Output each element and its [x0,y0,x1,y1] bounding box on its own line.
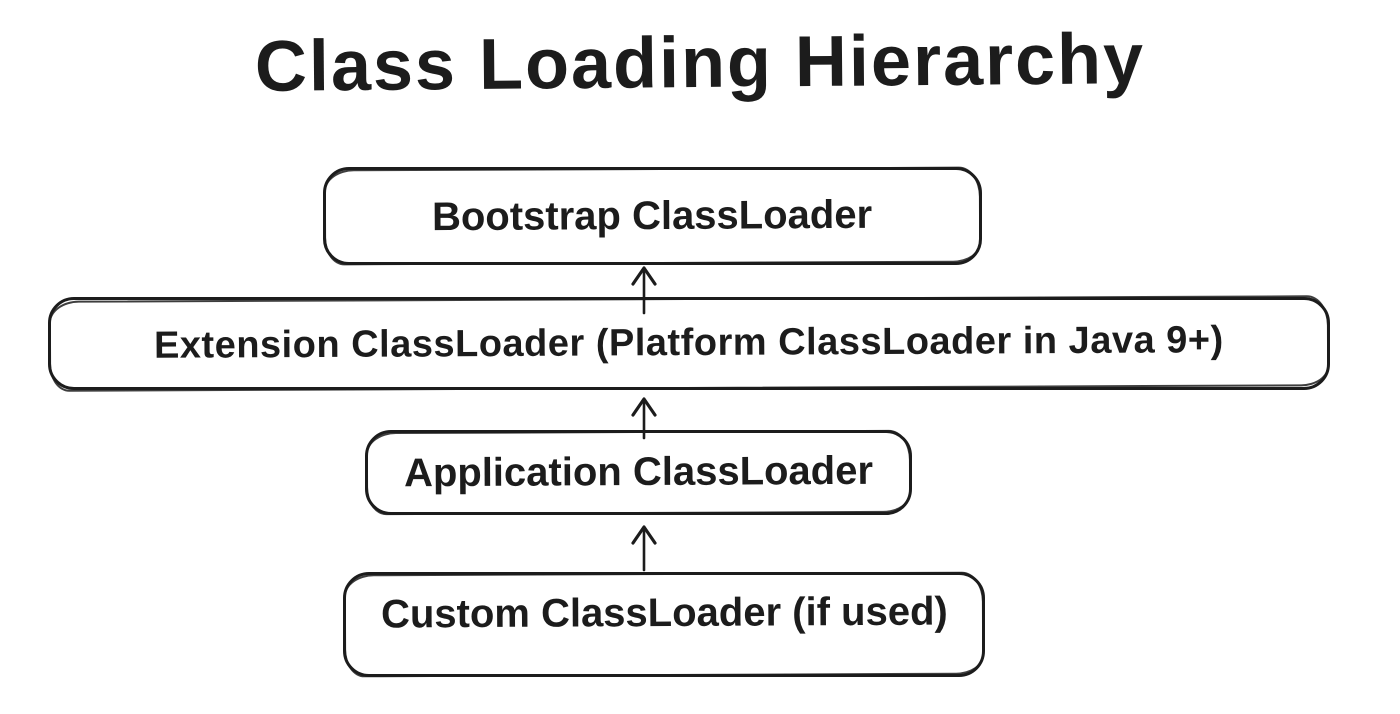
node-extension-classloader: Extension ClassLoader (Platform ClassLoa… [48,297,1330,390]
node-bootstrap-classloader: Bootstrap ClassLoader [323,167,982,265]
node-application-classloader: Application ClassLoader [365,430,912,515]
node-label: Custom ClassLoader (if used) [380,589,948,637]
diagram-title: Class Loading Hierarchy [254,19,1146,107]
node-label: Extension ClassLoader (Platform ClassLoa… [154,319,1224,367]
node-label: Bootstrap ClassLoader [432,192,873,239]
arrow-up-icon [631,525,657,572]
node-label: Application ClassLoader [403,448,874,496]
node-custom-classloader: Custom ClassLoader (if used) [343,572,985,677]
